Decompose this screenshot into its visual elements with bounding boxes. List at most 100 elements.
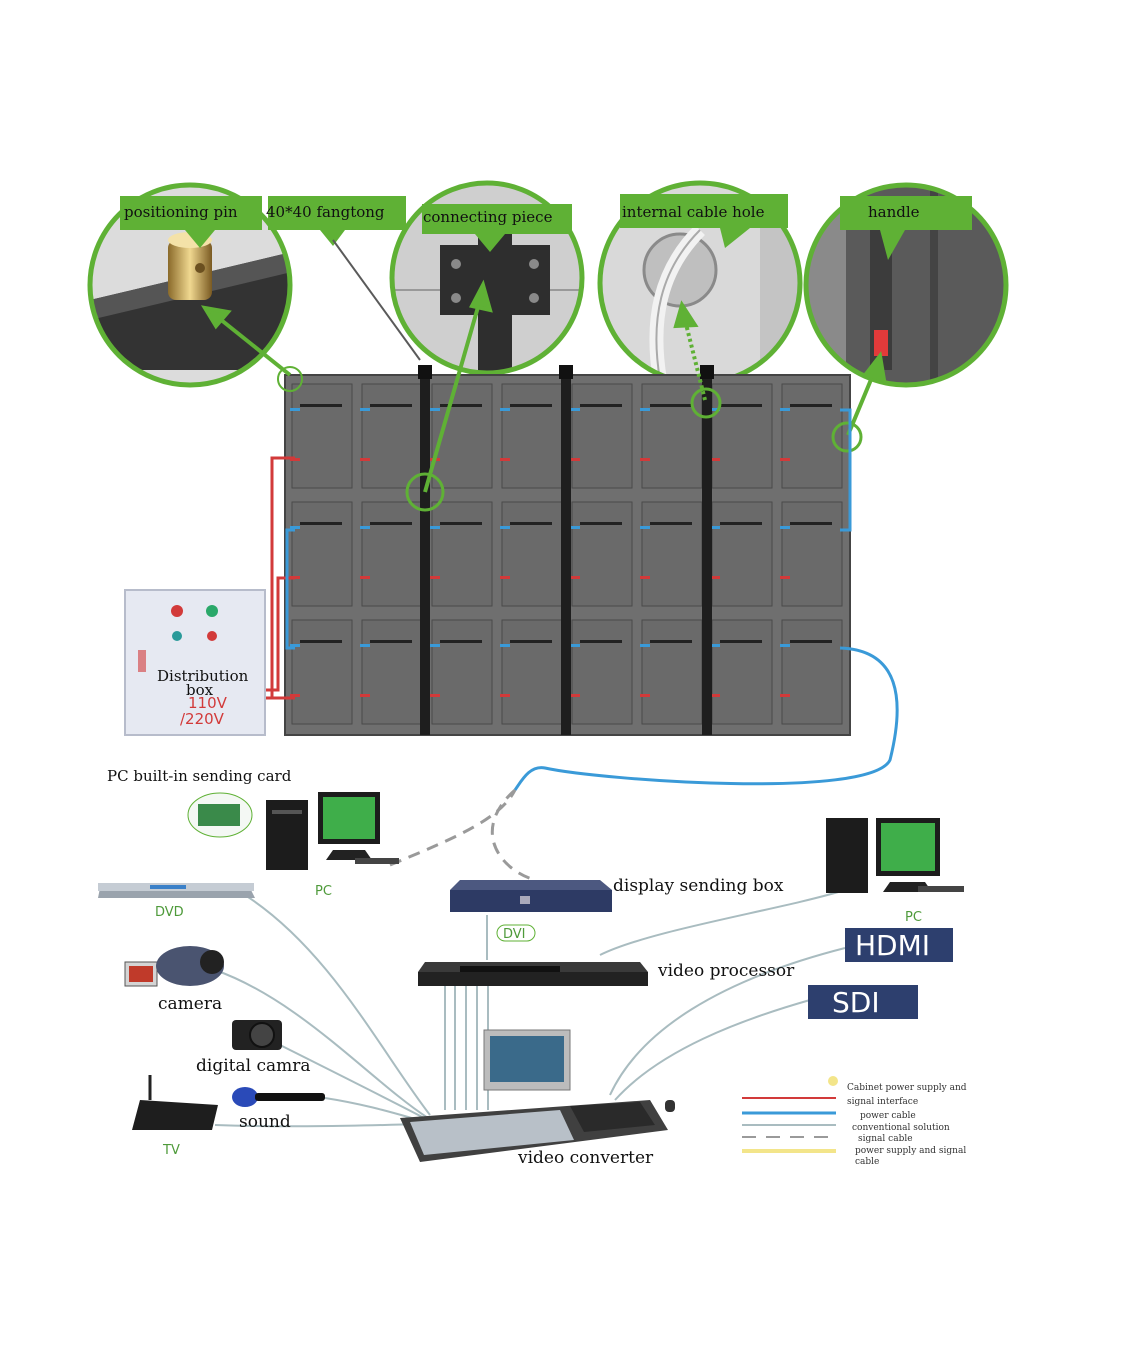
hdmi-label: HDMI: [855, 929, 930, 962]
signal-port: [570, 644, 580, 647]
distribution-box-line1: Distribution: [157, 667, 249, 685]
video-processor: video processor: [418, 961, 795, 986]
signal-port: [640, 408, 650, 411]
device-cables: [214, 889, 846, 1128]
cabinet-module: [711, 619, 773, 725]
power-port: [640, 458, 650, 461]
power-port: [780, 694, 790, 697]
cabinet-module: [291, 619, 353, 725]
module-slot: [370, 404, 412, 407]
signal-port: [290, 526, 300, 529]
power-port: [360, 694, 370, 697]
power-port: [500, 576, 510, 579]
positioning-pin-cap: [418, 365, 432, 379]
power-port: [430, 694, 440, 697]
power-port: [500, 458, 510, 461]
signal-port: [570, 526, 580, 529]
signal-port: [360, 644, 370, 647]
signal-port: [500, 526, 510, 529]
tv-label: TV: [162, 1143, 180, 1158]
positioning-pin-zoom: [87, 182, 293, 388]
handle-zoom: [803, 182, 1009, 388]
module-slot: [510, 522, 552, 525]
positioning-pin-cap: [559, 365, 573, 379]
sdi-box: SDI: [808, 985, 918, 1019]
signal-port: [360, 408, 370, 411]
fangtong-label: 40*40 fangtong: [266, 203, 385, 221]
tv-device: TV: [132, 1075, 218, 1158]
fangtong-post: [702, 365, 712, 735]
cabinet-module: [291, 383, 353, 489]
dashed-signal-cables: [389, 788, 536, 882]
module-slot: [300, 404, 342, 407]
sending-box-label: display sending box: [613, 876, 784, 896]
callout-cable-hole: internal cable hole: [620, 194, 788, 248]
power-port: [780, 458, 790, 461]
signal-cables: [285, 408, 899, 791]
power-port: [360, 576, 370, 579]
cabinet-module: [431, 619, 493, 725]
display-sending-box: display sending box DVI: [450, 876, 784, 942]
power-port: [710, 694, 720, 697]
video-processor-label: video processor: [657, 961, 795, 981]
signal-port: [780, 526, 790, 529]
distribution-box: Distribution box 110V /220V: [124, 589, 266, 736]
pc-right: PC: [826, 818, 964, 925]
signal-port: [430, 408, 440, 411]
module-slot: [440, 522, 482, 525]
signal-port: [710, 644, 720, 647]
cabinet-module: [781, 619, 843, 725]
dvd-player: DVD: [98, 883, 255, 920]
fangtong-pointer: [332, 239, 421, 361]
module-slot: [720, 640, 762, 643]
signal-port: [780, 408, 790, 411]
legend-item1-line2: signal interface: [847, 1097, 918, 1107]
legend-item1-line1: Cabinet power supply and: [847, 1083, 967, 1093]
pc-right-label: PC: [905, 910, 922, 925]
power-port: [500, 694, 510, 697]
callout-handle: handle: [840, 196, 972, 260]
sdi-label: SDI: [832, 986, 880, 1019]
cabinet-module: [361, 383, 423, 489]
connecting-piece-label: connecting piece: [423, 208, 553, 226]
callout-connecting-piece: connecting piece: [422, 204, 572, 252]
module-slot: [790, 404, 832, 407]
cabinet-module: [781, 501, 843, 607]
module-slot: [720, 404, 762, 407]
led-cabinet-wall: [284, 365, 851, 736]
power-port: [640, 694, 650, 697]
power-port: [570, 458, 580, 461]
cable-hole-label: internal cable hole: [622, 203, 765, 221]
module-slot: [510, 640, 552, 643]
module-slot: [790, 640, 832, 643]
module-slot: [300, 640, 342, 643]
signal-port: [570, 408, 580, 411]
module-slot: [440, 640, 482, 643]
cabinet-module: [571, 501, 633, 607]
signal-port: [500, 644, 510, 647]
legend-item3-line2: signal cable: [858, 1134, 913, 1144]
callout-arrows: [200, 279, 887, 512]
module-slot: [510, 404, 552, 407]
module-slot: [580, 640, 622, 643]
signal-port: [360, 526, 370, 529]
power-port: [290, 694, 300, 697]
fangtong-post: [561, 365, 571, 735]
video-converter-label: video converter: [517, 1148, 654, 1168]
module-slot: [370, 522, 412, 525]
cabinet-module: [431, 501, 493, 607]
power-port: [780, 576, 790, 579]
camera: camera: [124, 946, 224, 1014]
voltage-220: /220V: [180, 710, 225, 728]
cabinet-module: [571, 383, 633, 489]
cabinet-module: [711, 383, 773, 489]
signal-port: [780, 644, 790, 647]
power-port: [570, 694, 580, 697]
legend-item4-line2: cable: [855, 1157, 879, 1167]
pc-left-label: PC: [315, 884, 332, 899]
digital-camera: digital camra: [196, 1020, 310, 1076]
voltage-110: 110V: [188, 694, 228, 712]
cabinet-module: [501, 619, 563, 725]
legend: Cabinet power supply and signal interfac…: [742, 1076, 967, 1167]
